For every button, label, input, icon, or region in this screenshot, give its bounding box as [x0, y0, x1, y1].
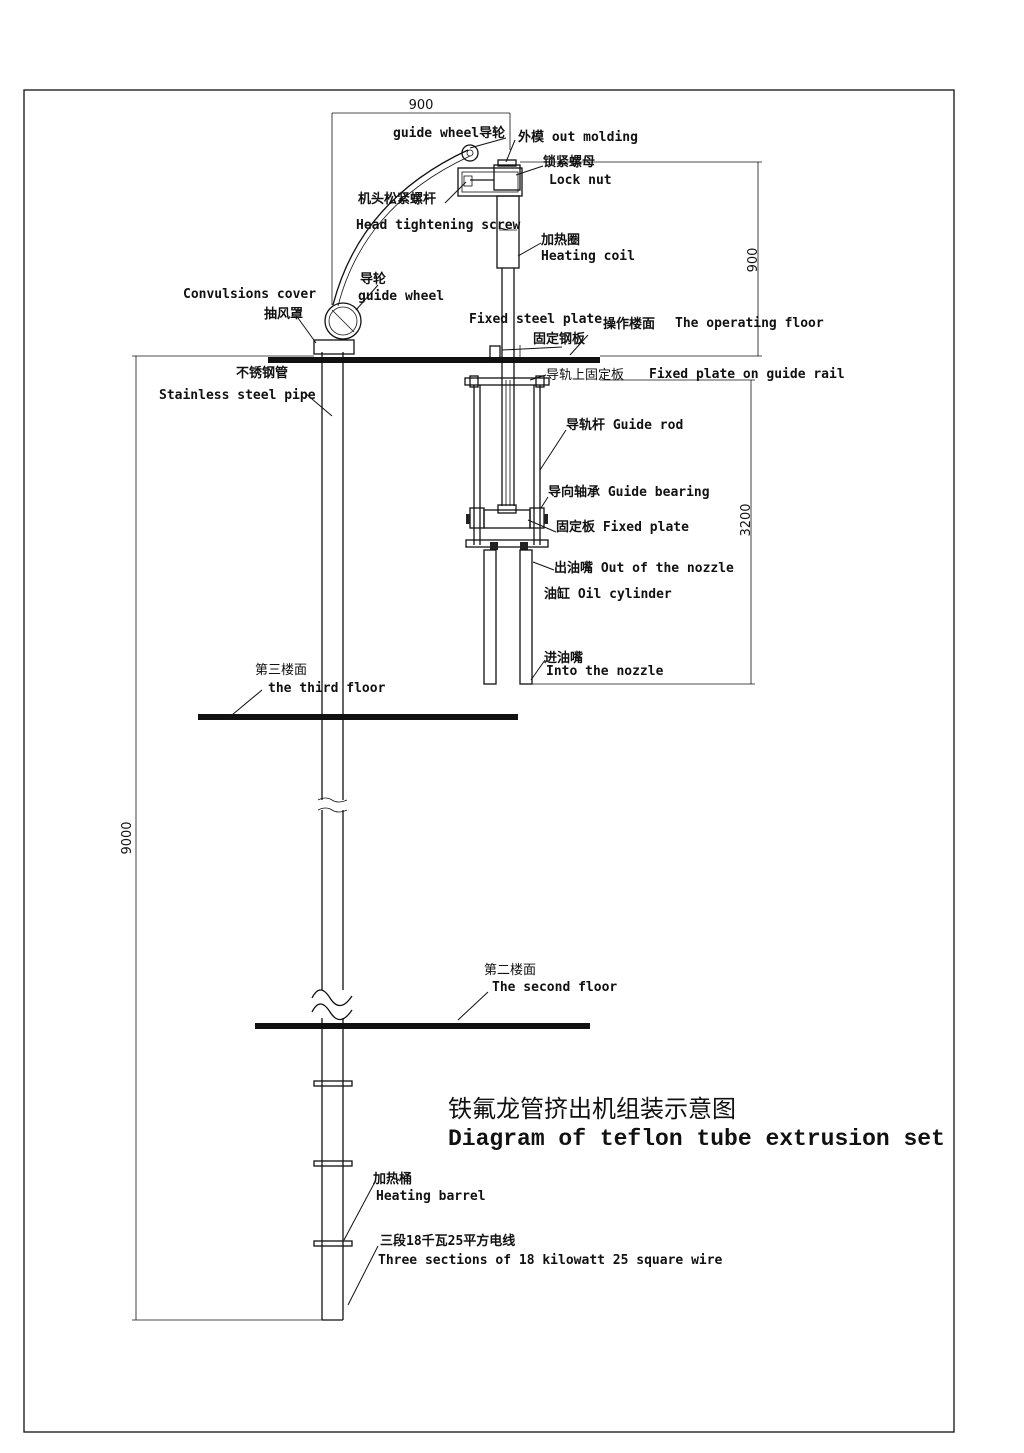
guide-wheel-lower: [324, 302, 362, 340]
label-guide-wheel-en: guide wheel: [358, 289, 444, 304]
label-third-floor-cn: 第三楼面: [255, 663, 307, 678]
dimension-guide-height: 3200: [532, 379, 755, 685]
label-into-nozzle-cn: 进油嘴: [544, 650, 583, 666]
label-guide-rail-plate-en: Fixed plate on guide rail: [649, 367, 845, 382]
label-heating-coil-cn: 加热圈: [540, 232, 580, 248]
dimension-total-height: 9000: [120, 355, 322, 1321]
label-guide-bearing: 导向轴承 Guide bearing: [548, 484, 710, 500]
label-guide-rail-plate-cn: 导轨上固定板: [546, 368, 624, 383]
label-out-nozzle: 出油嘴 Out of the nozzle: [554, 560, 734, 576]
label-lock-nut-cn: 锁紧螺母: [543, 154, 595, 170]
dim-total-height: 9000: [120, 821, 135, 854]
fixed-steel-plate: [489, 345, 521, 361]
label-convulsions-cover-cn: 抽风罩: [264, 306, 303, 322]
tube-arc: [332, 149, 469, 306]
guide-wheel-upper: [461, 144, 479, 162]
label-wire-en: Three sections of 18 kilowatt 25 square …: [378, 1253, 723, 1268]
title-cn: 铁氟龙管挤出机组装示意图: [448, 1095, 736, 1123]
convulsions-cover: [313, 339, 355, 355]
label-head-screw-cn: 机头松紧螺杆: [358, 191, 436, 207]
label-operating-floor-cn: 操作楼面: [603, 316, 655, 332]
label-operating-floor-en: The operating floor: [675, 316, 824, 331]
label-convulsions-cover-en: Convulsions cover: [183, 287, 316, 302]
extrusion-head: [457, 159, 523, 197]
label-stainless-en: Stainless steel pipe: [159, 388, 316, 403]
guide-rods: [473, 385, 541, 545]
label-heating-barrel-en: Heating barrel: [376, 1189, 486, 1204]
guide-bearing-assembly: [465, 504, 549, 550]
ram-column: [496, 195, 520, 506]
label-heating-barrel-cn: 加热桶: [372, 1171, 412, 1187]
label-third-floor-en: the third floor: [268, 681, 386, 696]
heating-barrel-bands: [313, 1080, 353, 1247]
label-fixed-steel-plate-en: Fixed steel plate: [469, 312, 602, 327]
title-en: Diagram of teflon tube extrusion set: [448, 1126, 945, 1152]
label-second-floor-en: The second floor: [492, 980, 617, 995]
stainless-steel-pipe: [311, 352, 353, 1321]
label-head-screw-en: Head tightening screw: [356, 218, 521, 233]
leader-lines: [231, 137, 589, 1306]
label-oil-cylinder: 油缸 Oil cylinder: [544, 586, 672, 602]
label-guide-wheel-cn: 导轮: [360, 271, 386, 287]
dim-top-width: 900: [409, 98, 434, 113]
oil-cylinders: [483, 549, 533, 685]
label-wire-cn: 三段18千瓦25平方电线: [380, 1233, 515, 1249]
label-stainless-cn: 不锈钢管: [236, 365, 288, 381]
label-heating-coil-en: Heating coil: [541, 249, 635, 264]
label-guide-wheel-top: guide wheel导轮: [393, 125, 505, 141]
drawing-frame: [23, 89, 955, 1433]
dimension-top-width: 900: [331, 98, 511, 305]
label-out-molding: 外模 out molding: [517, 129, 638, 145]
label-guide-rod: 导轨杆 Guide rod: [566, 417, 683, 433]
label-fixed-plate: 固定板 Fixed plate: [556, 519, 689, 535]
label-fixed-steel-plate-cn: 固定钢板: [533, 331, 586, 347]
dimension-head-height: 900: [520, 161, 762, 357]
dim-guide-height: 3200: [739, 503, 754, 536]
label-second-floor-cn: 第二楼面: [484, 963, 536, 978]
dim-head-height: 900: [746, 248, 761, 273]
label-lock-nut-en: Lock nut: [549, 173, 612, 188]
label-into-nozzle-en: Into the nozzle: [546, 664, 664, 679]
